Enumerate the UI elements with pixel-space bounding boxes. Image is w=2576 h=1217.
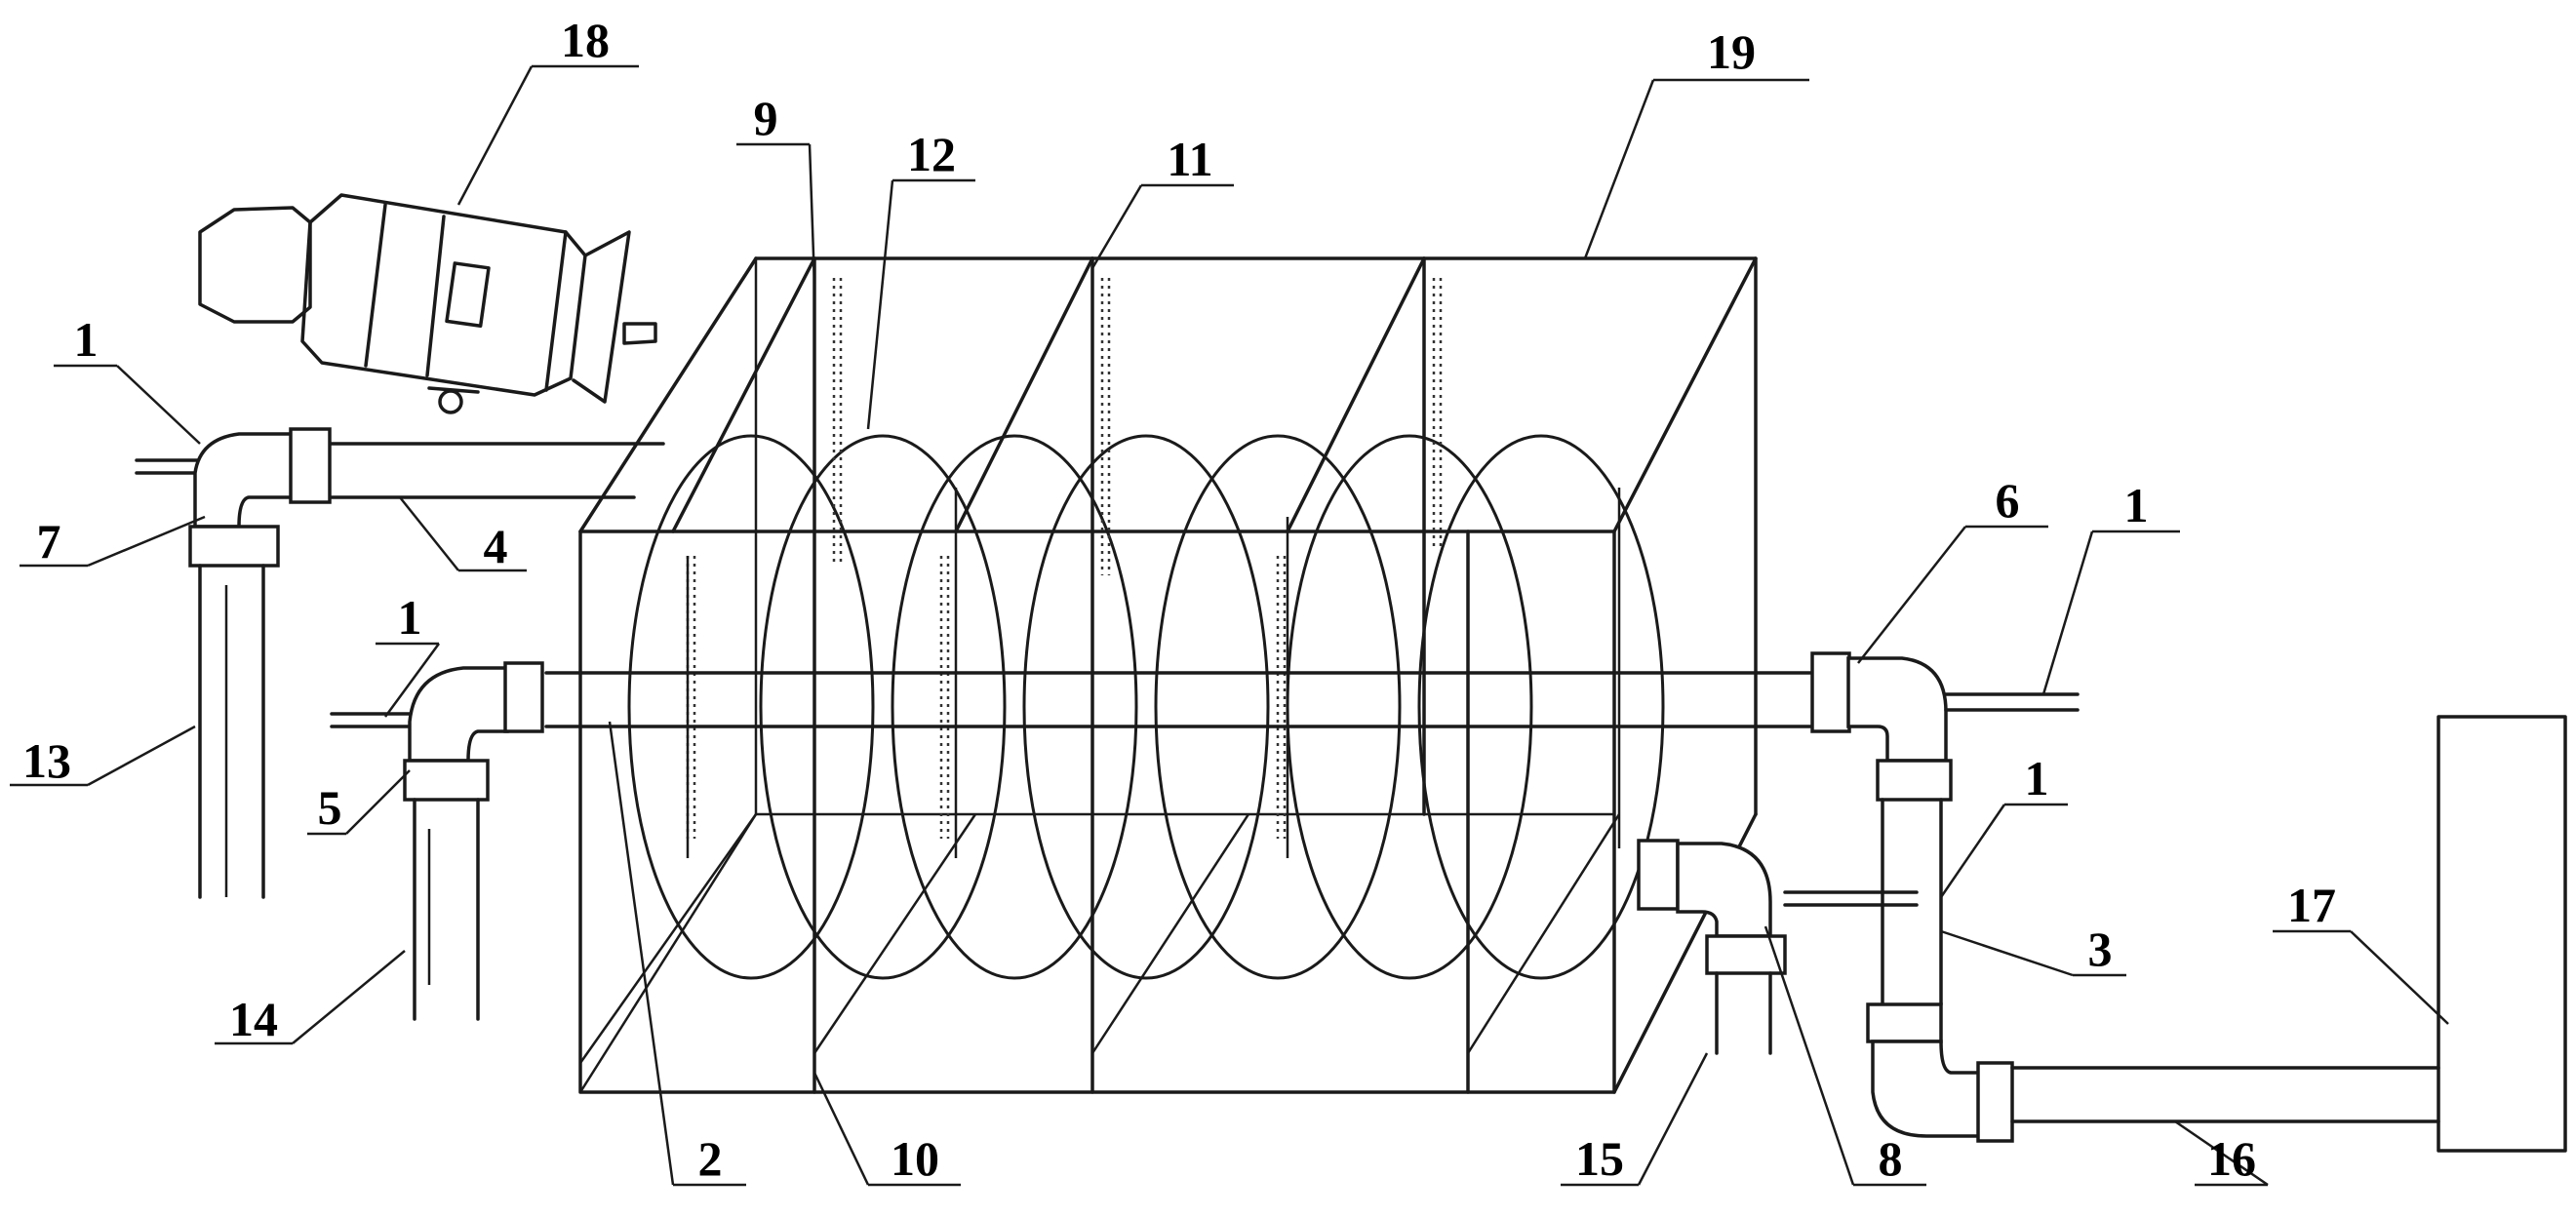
- callout-13: 13: [22, 733, 71, 788]
- central-pipe: [544, 671, 1826, 728]
- callout-15: 15: [1575, 1131, 1624, 1186]
- callout-5: 5: [318, 780, 342, 835]
- leader-lines: [10, 64, 2449, 1187]
- callout-19: 19: [1707, 24, 1756, 79]
- callout-1-mid-left: 1: [398, 590, 422, 645]
- callout-1-right-middle: 1: [2025, 751, 2049, 805]
- heating-coil: [627, 434, 1665, 980]
- callout-16: 16: [2207, 1131, 2256, 1186]
- tank: [578, 256, 1758, 1094]
- callout-2: 2: [698, 1131, 723, 1186]
- heater-elements: [686, 278, 1621, 858]
- elbow-8: [1637, 839, 1919, 1055]
- callout-9: 9: [754, 91, 778, 145]
- callout-17: 17: [2287, 878, 2336, 932]
- callout-1-right-upper: 1: [2124, 478, 2149, 532]
- left-elbow: [330, 661, 544, 1021]
- callout-7: 7: [37, 514, 61, 569]
- upper-pipe: [135, 427, 665, 899]
- callout-3: 3: [2088, 922, 2113, 976]
- callout-12: 12: [907, 127, 956, 181]
- callout-11: 11: [1167, 132, 1212, 186]
- right-elbow: [1810, 651, 2567, 1153]
- callout-labels: 18 19 9 12 11 1 7 4 1 13 5 14 2 10 6 1 1…: [22, 13, 2336, 1186]
- callout-1-top-left: 1: [74, 312, 99, 367]
- motor: [198, 193, 657, 414]
- callout-4: 4: [484, 519, 508, 573]
- callout-8: 8: [1879, 1131, 1903, 1186]
- callout-18: 18: [561, 13, 610, 67]
- callout-10: 10: [891, 1131, 939, 1186]
- callout-6: 6: [1996, 473, 2020, 528]
- callout-14: 14: [229, 992, 278, 1046]
